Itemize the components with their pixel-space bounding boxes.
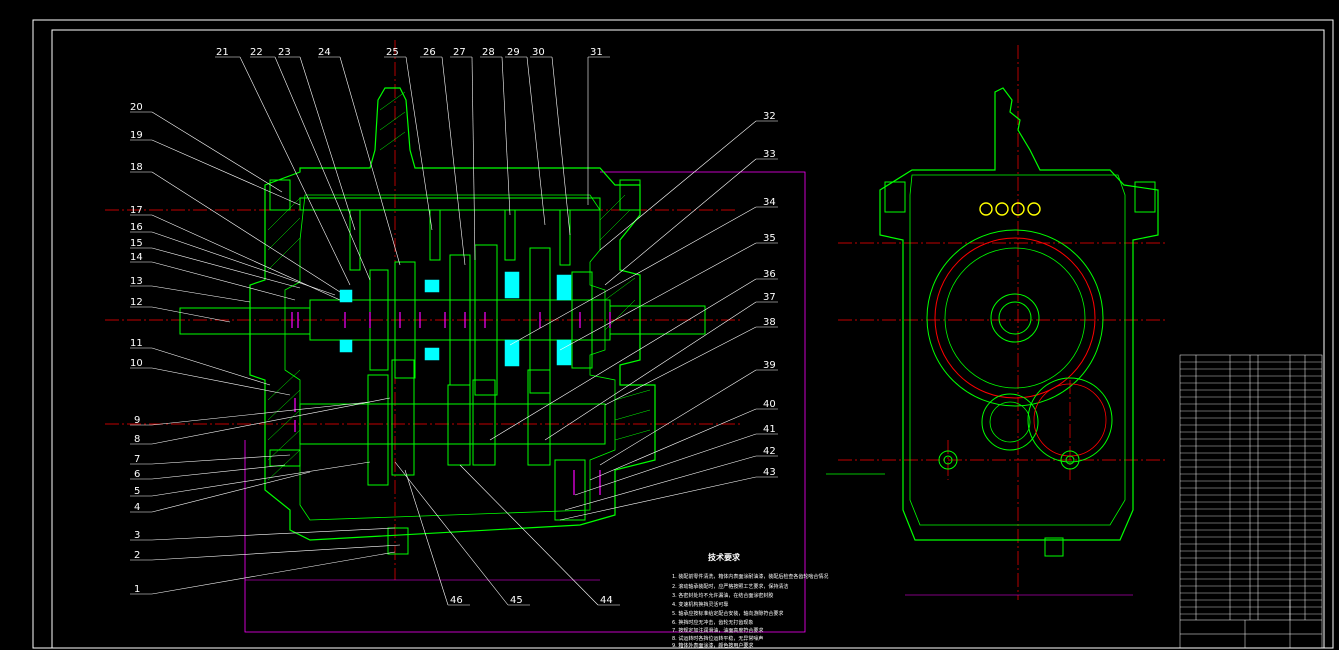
tech-note: 2. 滚动轴承装配时，应严格按照工艺要求，保持清洁 [672,583,788,590]
part-label: 21 [216,47,229,58]
part-label: 18 [130,162,143,173]
part-label: 4 [134,502,140,513]
part-label: 37 [763,292,776,303]
part-label: 6 [134,469,140,480]
part-label: 7 [134,454,140,465]
title-block-footer [1180,600,1322,648]
part-label: 26 [423,47,436,58]
part-label: 12 [130,297,143,308]
part-label: 17 [130,205,143,216]
part-label: 40 [763,399,776,410]
part-labels: 1 2 3 4 5 6 7 8 9 10 11 12 13 14 15 16 1… [130,47,776,606]
part-label: 2 [134,550,140,561]
part-label: 28 [482,47,495,58]
counter-gear-inner [989,401,1031,443]
part-label: 39 [763,360,776,371]
side-bolt [884,181,906,213]
part-label: 8 [134,434,140,445]
title-block [1179,354,1323,649]
part-label: 11 [130,338,143,349]
side-view [826,45,1165,600]
side-housing-outline [879,87,1159,541]
part-label: 27 [453,47,466,58]
part-label: 5 [134,486,140,497]
part-label: 25 [386,47,399,58]
shift-rod-ends [979,202,1041,216]
counter-shaft [299,403,606,445]
housing-outline [249,87,656,541]
tech-note: 6. 换挡时应无冲击，齿轮无打齿现象 [672,619,753,626]
reverse-gear-outline [1027,377,1113,463]
part-label: 34 [763,197,776,208]
part-label: 19 [130,130,143,141]
part-label: 30 [532,47,545,58]
main-gear-red [934,237,1096,399]
shaft-bore-inner [998,301,1032,335]
drain-plug [1044,537,1064,557]
part-label: 36 [763,269,776,280]
counter-gear-outline [981,393,1039,451]
part-label: 33 [763,149,776,160]
technical-requirements: 技术要求 1. 装配前零件清洗，箱体内表面涂耐油漆，装配后检查各齿轮啮合情况 2… [672,552,828,649]
side-bolt [1134,181,1156,213]
part-label: 14 [130,252,143,263]
mount-hole [1065,455,1075,465]
housing-inner [284,194,616,521]
synchronizers [339,271,572,367]
part-label: 42 [763,446,776,457]
bolts [269,179,641,555]
splines [291,312,611,495]
part-label: 31 [590,47,603,58]
tech-note: 3. 各密封处均不允许漏油，在结合面涂密封胶 [672,592,773,599]
part-label: 32 [763,111,776,122]
input-shaft [179,307,311,335]
part-label: 23 [278,47,291,58]
mount-hole [938,450,958,470]
part-label: 1 [134,584,140,595]
side-housing-inner [909,174,1126,526]
part-label: 9 [134,415,140,426]
part-label: 46 [450,595,463,606]
main-gear-outline [926,229,1104,407]
tech-note: 4. 变速机构换挡灵活可靠 [672,601,728,608]
leader-lines [130,56,778,606]
part-label: 3 [134,530,140,541]
tech-note: 9. 箱体外表面涂漆，颜色按用户要求 [672,642,753,649]
part-label: 24 [318,47,331,58]
part-label: 16 [130,222,143,233]
mount-hole [1060,450,1080,470]
part-label: 20 [130,102,143,113]
part-label: 10 [130,358,143,369]
part-label: 35 [763,233,776,244]
part-label: 45 [510,595,523,606]
tech-notes-title: 技术要求 [708,552,741,562]
part-label: 29 [507,47,520,58]
shaft-bore [990,293,1040,343]
housing-hatch [267,91,651,481]
part-label: 43 [763,467,776,478]
counter-shaft-gears [367,359,586,521]
bom-rows [1180,361,1322,615]
sheet-inner-frame [51,29,1325,649]
part-label: 15 [130,238,143,249]
part-label: 41 [763,424,776,435]
main-gear-inner [944,247,1086,389]
dimension-line [244,171,806,633]
mount-hole [943,455,953,465]
part-label: 38 [763,317,776,328]
tech-note: 8. 试运转时各挡位运转平稳，无异常噪声 [672,635,763,642]
tech-note: 7. 按规定加注润滑油，油面高度符合要求 [672,627,763,634]
tech-note: 5. 轴承应按标准给定配合安装，轴向游隙符合要求 [672,610,783,617]
main-section-view: 1 2 3 4 5 6 7 8 9 10 11 12 13 14 15 16 1… [105,40,806,633]
main-shaft-gears [369,244,593,396]
part-label: 44 [600,595,613,606]
part-label: 22 [250,47,263,58]
part-label: 13 [130,276,143,287]
tech-note: 1. 装配前零件清洗，箱体内表面涂耐油漆，装配后检查各齿轮啮合情况 [672,573,828,580]
